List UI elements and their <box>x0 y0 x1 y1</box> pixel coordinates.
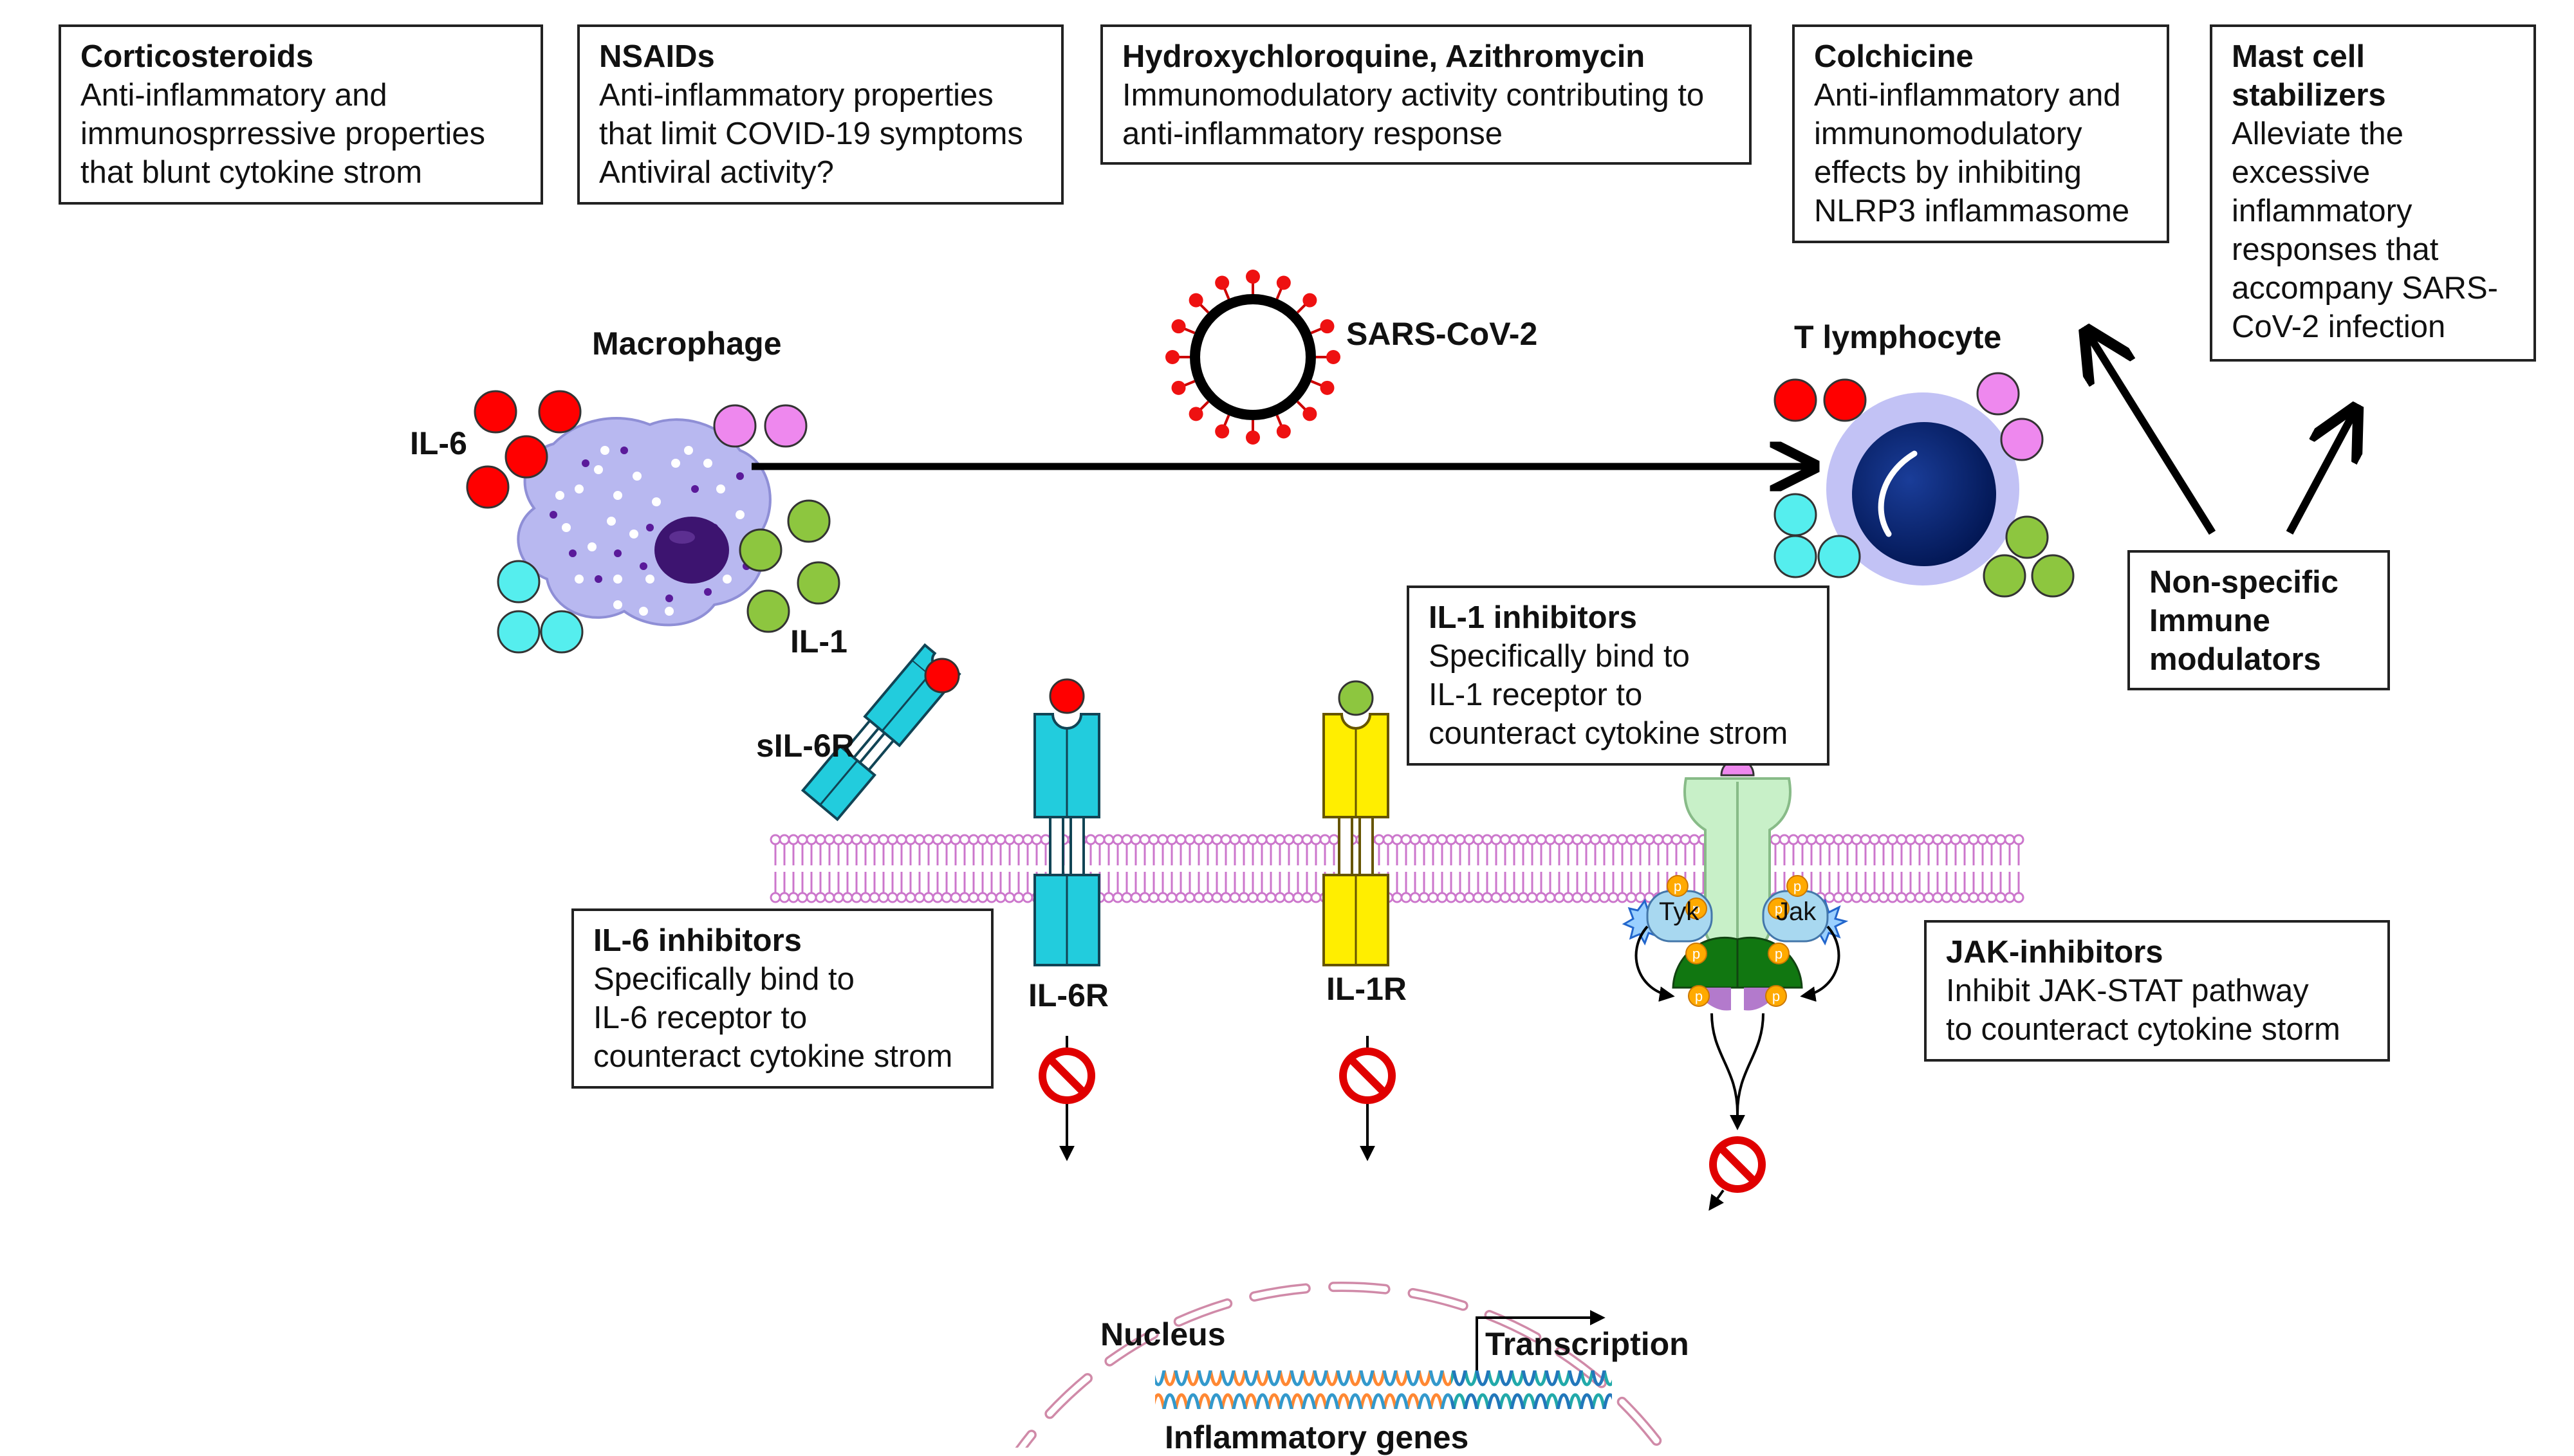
modulator-arrow-mast-cell <box>2286 414 2353 535</box>
mast-cell-box: Mast cell stabilizers Alleviate the exce… <box>2210 24 2536 362</box>
il1-receptor <box>1322 680 1389 966</box>
t-lymphocyte-cell <box>1826 392 2019 585</box>
non-specific-modulators-title: Non-specific Immune modulators <box>2149 565 2339 677</box>
phosphate-label: p <box>1775 901 1782 917</box>
nucleus-label: Nucleus <box>1100 1316 1226 1352</box>
il6-cytokines-right <box>1773 378 1867 422</box>
cyan-cytokines-right <box>1773 493 1861 578</box>
phosphate-label: p <box>1772 988 1780 1004</box>
il1-inhibitors-box: IL-1 inhibitors Specifically bind to IL-… <box>1407 585 1829 766</box>
inflammatory-genes-label: Inflammatory genes <box>1165 1419 1469 1455</box>
macrophage-cell <box>517 417 772 627</box>
mast-cell-title: Mast cell stabilizers <box>2232 39 2386 113</box>
il6-cytokines-left <box>466 390 582 509</box>
hydroxychloroquine-box: Hydroxychloroquine, Azithromycin Immunom… <box>1100 24 1752 165</box>
colchicine-title: Colchicine <box>1814 39 1974 74</box>
sars-cov-2-virus <box>1165 270 1340 445</box>
pink-cytokines-left <box>713 404 808 448</box>
phosphate-label: p <box>1775 946 1782 962</box>
nsaids-box: NSAIDs Anti-inflammatory properties that… <box>577 24 1064 205</box>
il1-cytokines-left <box>739 499 840 633</box>
colchicine-text: Anti-inflammatory and immunomodulatory e… <box>1814 78 2130 228</box>
il1r-label: IL-1R <box>1326 971 1407 1007</box>
phosphate-label: p <box>1692 901 1700 917</box>
dna-transcribed-region <box>1451 1370 1612 1409</box>
corticosteroids-box: Corticosteroids Anti-inflammatory and im… <box>59 24 543 205</box>
phosphate-label: p <box>1674 878 1681 894</box>
block-sign-il6r <box>1039 1047 1095 1104</box>
il6r-label: IL-6R <box>1028 977 1109 1013</box>
t-lymphocyte-label: T lymphocyte <box>1794 319 2002 355</box>
il1-inhibitors-title: IL-1 inhibitors <box>1429 600 1637 635</box>
phosphate-label: p <box>1695 988 1703 1004</box>
macrophage-nucleus <box>654 517 729 584</box>
il6-receptor <box>1033 678 1100 966</box>
jak-inhibitors-text: Inhibit JAK-STAT pathway to counteract c… <box>1946 973 2340 1047</box>
il1-inhibitors-text: Specifically bind to IL-1 receptor to co… <box>1429 639 1788 751</box>
sil6r-label: sIL-6R <box>756 728 855 764</box>
cell-membrane <box>770 834 2024 903</box>
il6-inhibitors-title: IL-6 inhibitors <box>593 923 802 958</box>
corticosteroids-text: Anti-inflammatory and immunosprressive p… <box>80 78 486 190</box>
tyk-label: Tyk <box>1659 898 1699 926</box>
pink-cytokines-right <box>1976 372 2044 461</box>
nucleus-envelope <box>1015 1282 1662 1448</box>
il1-label: IL-1 <box>790 623 847 659</box>
t-lymphocyte-nucleus <box>1852 422 1996 566</box>
nsaids-text: Anti-inflammatory properties that limit … <box>599 78 1023 190</box>
transcription-label: Transcription <box>1485 1326 1689 1362</box>
jak-inhibitors-box: JAK-inhibitors Inhibit JAK-STAT pathway … <box>1924 920 2390 1062</box>
colchicine-box: Colchicine Anti-inflammatory and immunom… <box>1792 24 2169 243</box>
corticosteroids-title: Corticosteroids <box>80 39 314 74</box>
phosphate-label: p <box>1793 878 1801 894</box>
il6-label: IL-6 <box>410 425 467 461</box>
transcription-arrow <box>1476 1310 1606 1370</box>
modulator-arrow-colchicine <box>2089 336 2216 535</box>
il1-cytokines-right <box>1983 515 2075 598</box>
il6-inhibitors-text: Specifically bind to IL-6 receptor to co… <box>593 962 953 1074</box>
macrophage-label: Macrophage <box>592 326 782 362</box>
hydroxychloroquine-text: Immunomodulatory activity contributing t… <box>1122 78 1705 151</box>
sars-cov-2-label: SARS-CoV-2 <box>1346 316 1538 352</box>
mast-cell-text: Alleviate the excessive inflammatory res… <box>2232 116 2498 344</box>
phosphate-label: p <box>1692 946 1700 962</box>
jak-label: Jak <box>1776 898 1817 926</box>
jak-inhibitors-title: JAK-inhibitors <box>1946 935 2163 970</box>
cyan-cytokines-left <box>497 560 584 654</box>
il6-bound-soluble <box>924 658 960 694</box>
hydroxychloroquine-title: Hydroxychloroquine, Azithromycin <box>1122 39 1645 74</box>
non-specific-modulators-box: Non-specific Immune modulators <box>2127 550 2390 690</box>
nsaids-title: NSAIDs <box>599 39 715 74</box>
block-sign-jak <box>1709 1136 1766 1193</box>
il6-inhibitors-box: IL-6 inhibitors Specifically bind to IL-… <box>571 908 994 1089</box>
block-sign-il1r <box>1339 1047 1396 1104</box>
dna-helix <box>1155 1370 1451 1409</box>
